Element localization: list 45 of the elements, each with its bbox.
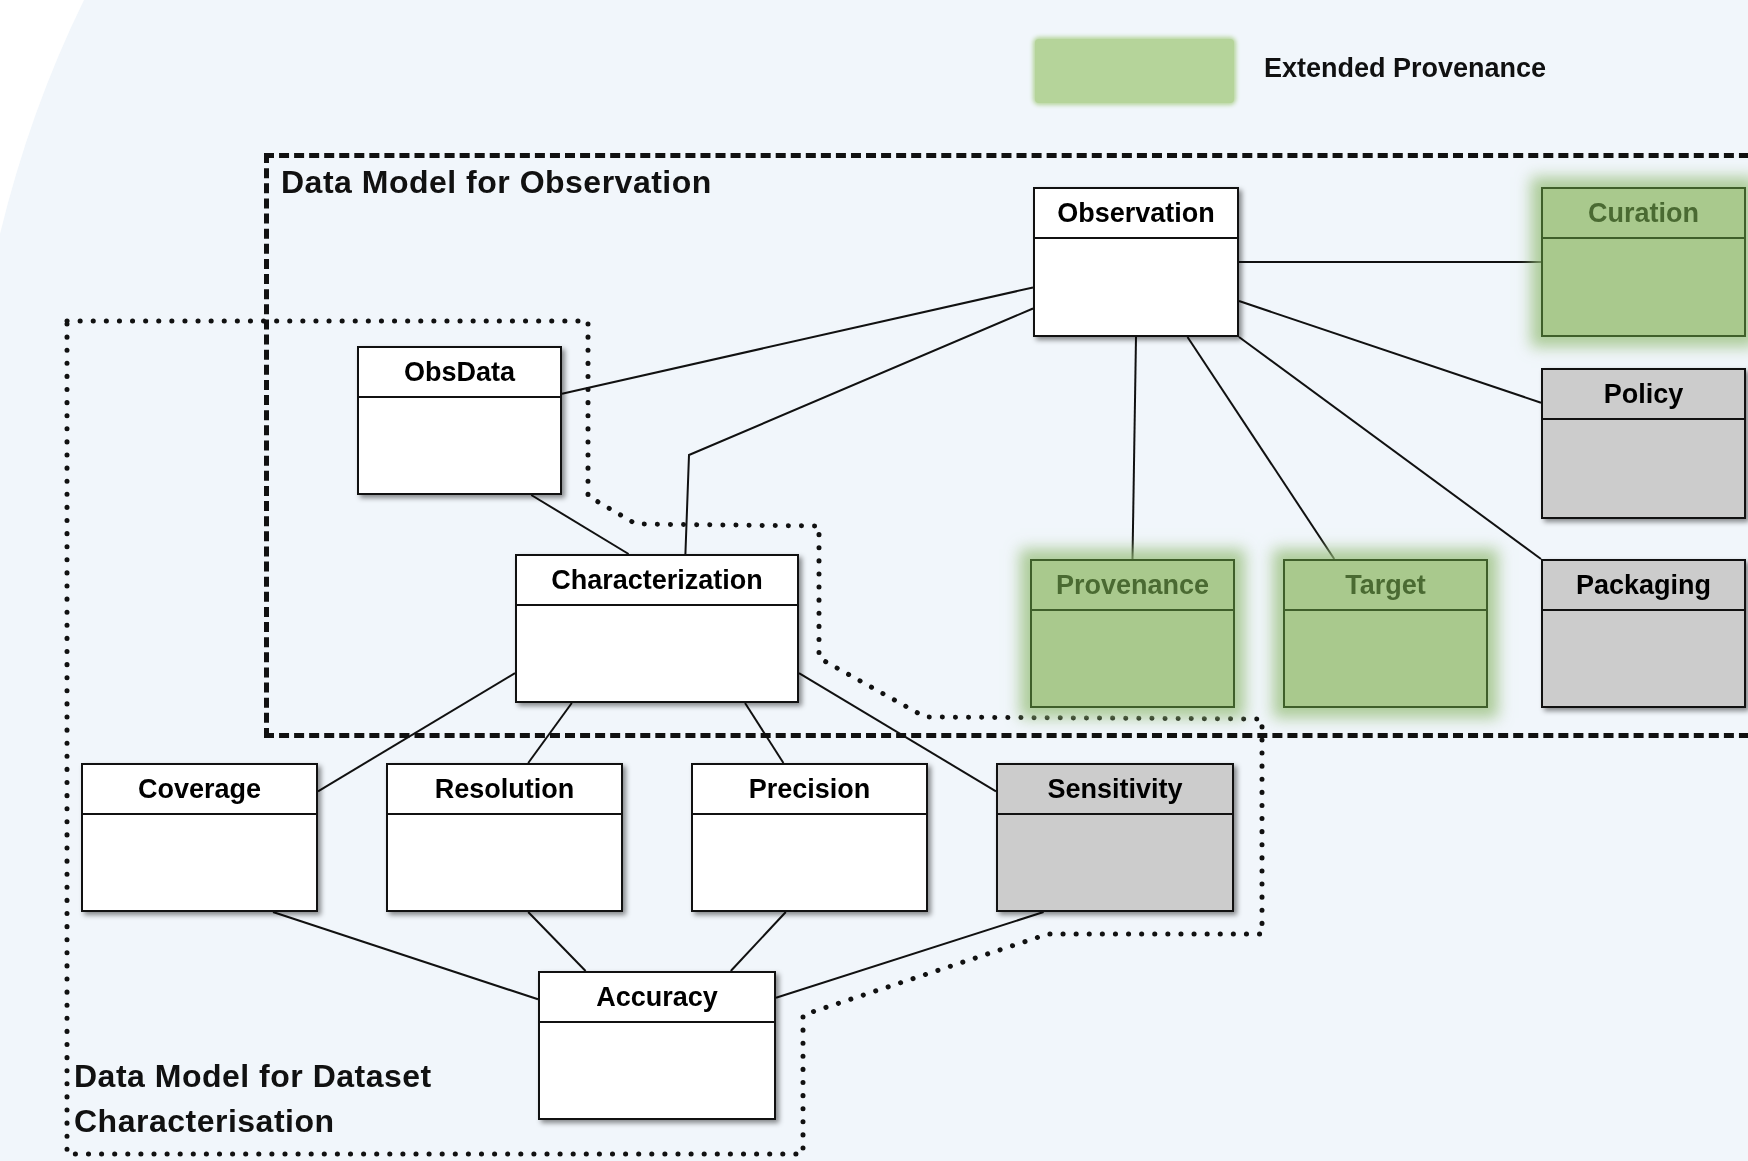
association-line: [1131, 336, 1137, 560]
association-line: [798, 672, 997, 793]
class-box: [81, 763, 318, 912]
association-line: [744, 702, 785, 764]
class-name: Accuracy: [596, 981, 718, 1013]
class-box: [996, 763, 1234, 912]
class-box: [538, 971, 776, 1120]
class-name: Coverage: [137, 773, 262, 805]
class-name: Target: [1345, 569, 1426, 601]
association-line: [1238, 300, 1542, 404]
association-line: [729, 911, 787, 972]
class-name: Provenance: [1055, 569, 1210, 601]
association-line: [1238, 336, 1542, 560]
association-line: [317, 672, 516, 793]
class-box: [1033, 187, 1239, 337]
class-box: [1541, 368, 1746, 519]
class-box: [1030, 559, 1235, 708]
association-line: [1186, 336, 1336, 560]
class-box: [357, 346, 562, 495]
group-title: Data Model for Observation: [281, 163, 712, 202]
association-line: [684, 307, 1034, 555]
class-name: Policy: [1603, 378, 1684, 410]
group-title: Data Model for Dataset Characterisation: [74, 1057, 433, 1141]
association-line: [1238, 261, 1542, 263]
class-name: ObsData: [403, 356, 515, 388]
association-line: [527, 911, 587, 972]
association-line: [530, 494, 630, 555]
class-name: Precision: [748, 773, 871, 805]
class-box: [1283, 559, 1488, 708]
association-line: [271, 911, 539, 1001]
class-name: Packaging: [1575, 569, 1712, 601]
class-box: [515, 554, 799, 703]
class-box: [1541, 187, 1746, 337]
class-name: Resolution: [434, 773, 575, 805]
class-name: Curation: [1588, 197, 1699, 229]
association-line: [561, 286, 1034, 395]
class-name: Sensitivity: [1047, 773, 1183, 805]
legend-label: Extended Provenance: [1264, 53, 1547, 84]
class-name: Characterization: [551, 564, 763, 596]
class-name: Observation: [1057, 197, 1215, 229]
class-box: [1541, 559, 1746, 708]
class-box: [386, 763, 623, 912]
association-line: [527, 702, 573, 764]
dotted-group-boundary: [64, 318, 1265, 1157]
class-box: [691, 763, 928, 912]
